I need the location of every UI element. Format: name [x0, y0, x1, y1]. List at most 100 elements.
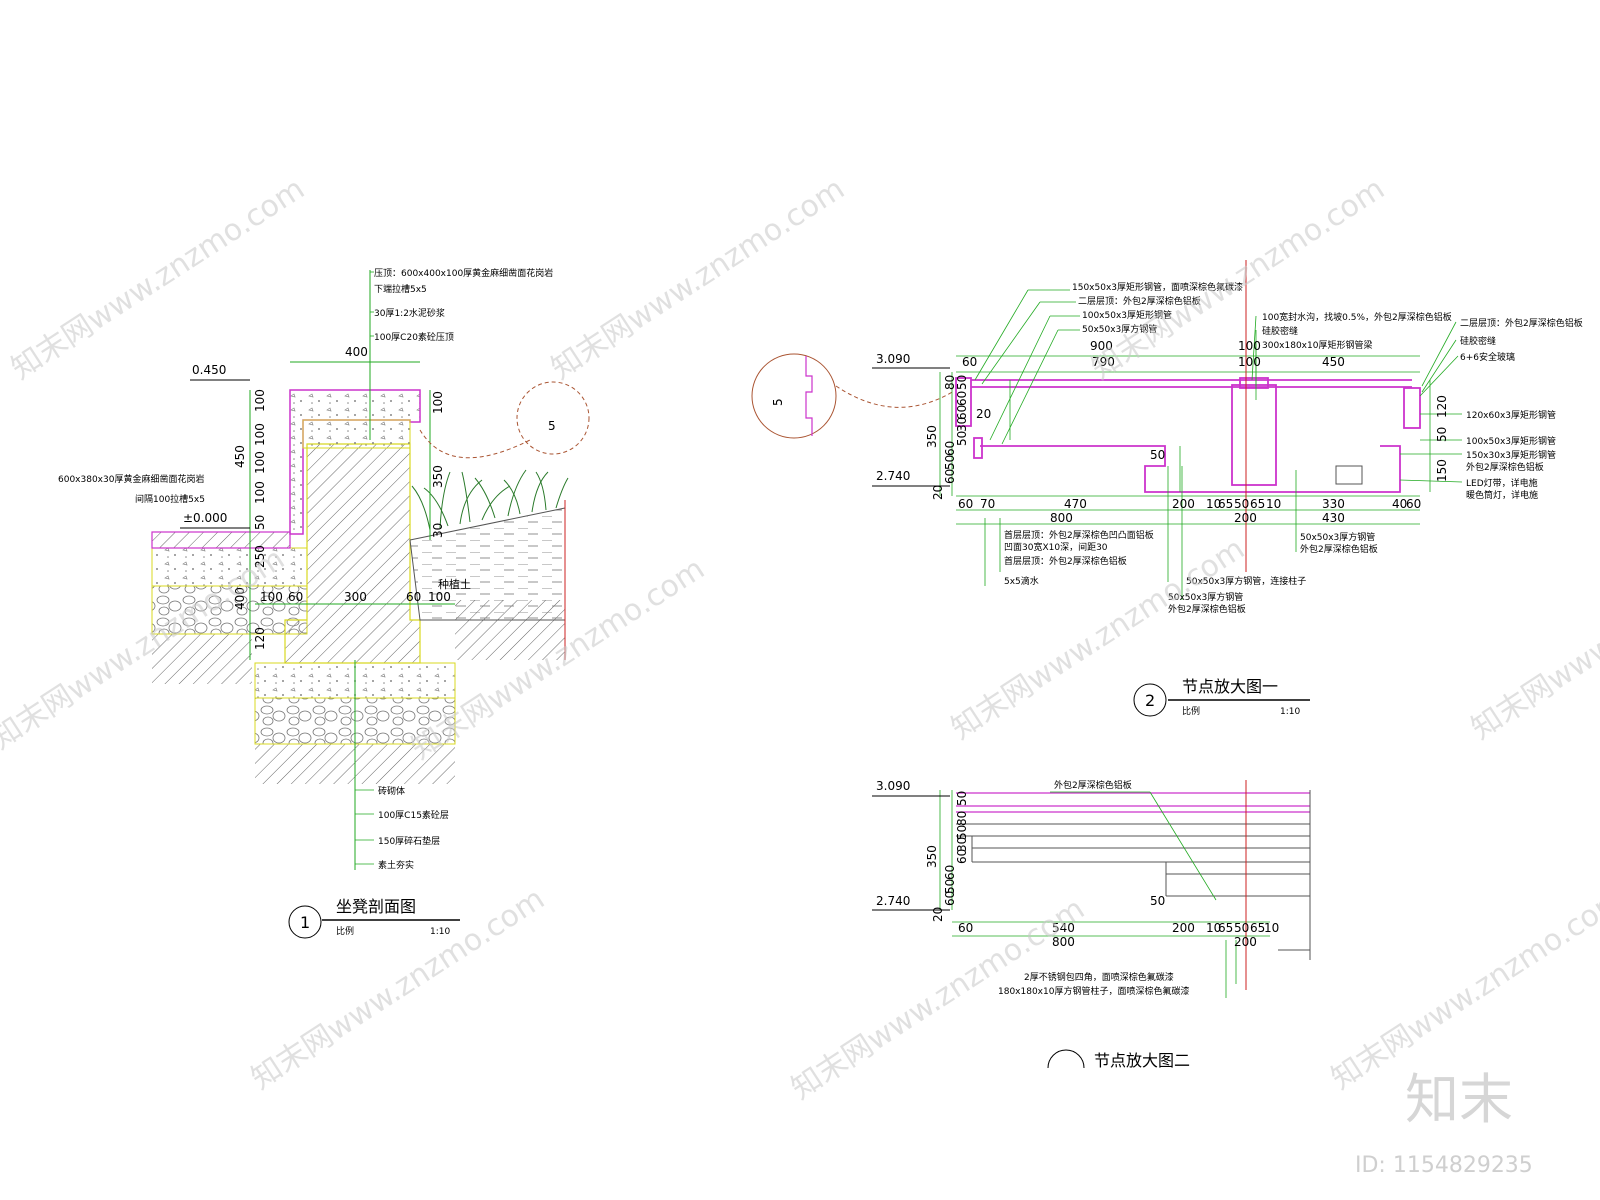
watermark-text: 知末网www.znzmo.com	[1465, 531, 1600, 746]
svg-text:50x50x3厚方钢管: 50x50x3厚方钢管	[1168, 591, 1243, 603]
left-dimension-labels: 50 60 60 30 50 80 350 60 50 60 20	[925, 375, 969, 500]
watermark-text: 知末网www.znzmo.com	[5, 171, 311, 386]
svg-text:65: 65	[1218, 921, 1233, 935]
svg-text:800: 800	[1052, 935, 1075, 949]
left-dimension-labels: 100 100 100 100 50 450 250 400 120	[233, 389, 267, 650]
paving-bed	[151, 547, 308, 587]
svg-text:凹面30宽X10深，间距30: 凹面30宽X10深，间距30	[1004, 541, 1108, 553]
svg-text:硅胶密缝: 硅胶密缝	[1262, 325, 1298, 337]
svg-text:900: 900	[1090, 339, 1113, 353]
left-leader-notes: 600x380x30厚黄金麻细凿面花岗岩 间隔100拉槽5x5	[58, 473, 205, 505]
svg-text:30: 30	[955, 417, 969, 432]
paving-stone	[151, 531, 291, 549]
svg-text:二层层顶：外包2厚深棕色铝板: 二层层顶：外包2厚深棕色铝板	[1078, 295, 1201, 307]
detail-callout-link	[835, 385, 955, 408]
svg-text:50x50x3厚方钢管: 50x50x3厚方钢管	[1082, 323, 1157, 335]
svg-text:100: 100	[260, 590, 283, 604]
svg-text:10: 10	[1206, 497, 1221, 511]
svg-text:70: 70	[980, 497, 995, 511]
dimension-lines	[939, 790, 1270, 998]
brick-wall	[284, 443, 421, 664]
inner-dim-20: 20	[976, 407, 991, 421]
elevation-top: 0.450	[192, 363, 226, 377]
svg-text:50x50x3厚方钢管，连接柱子: 50x50x3厚方钢管，连接柱子	[1186, 575, 1306, 587]
svg-text:60: 60	[288, 590, 303, 604]
svg-text:间隔100拉槽5x5: 间隔100拉槽5x5	[135, 493, 205, 505]
title-number-circle	[288, 905, 322, 939]
bottom-dimension-labels-row-a: 60 540 200 10 65 50 65 10	[958, 921, 1279, 935]
svg-text:65: 65	[1250, 497, 1265, 511]
svg-text:50: 50	[943, 455, 957, 470]
bottom-dimension-labels-row-b: 800 200 430	[1050, 511, 1345, 525]
top-leader-notes: 压顶：600x400x100厚黄金麻细凿面花岗岩 下端拉槽5x5 30厚1:2水…	[374, 267, 553, 343]
bottom-dimension-labels-row-b: 800 200	[1052, 935, 1257, 949]
right-dimension-labels: 120 50 150	[1435, 395, 1449, 482]
svg-text:60: 60	[943, 865, 957, 880]
svg-text:50x50x3厚方钢管: 50x50x3厚方钢管	[1300, 531, 1375, 543]
svg-text:150x30x3厚矩形钢管: 150x30x3厚矩形钢管	[1466, 449, 1556, 461]
svg-text:LED灯带，详电施: LED灯带，详电施	[1466, 477, 1538, 489]
svg-text:50: 50	[1435, 427, 1449, 442]
elevation-bottom: 2.740	[876, 469, 910, 483]
watermark-text: 知末网www.znzmo.com	[545, 171, 851, 386]
svg-text:100x50x3厚矩形钢管: 100x50x3厚矩形钢管	[1466, 435, 1556, 447]
elevation-top: 3.090	[876, 779, 910, 793]
svg-text:350: 350	[925, 845, 939, 868]
svg-text:60: 60	[962, 355, 977, 369]
leader-ticks	[1028, 289, 1080, 331]
svg-text:60: 60	[943, 469, 957, 484]
svg-text:790: 790	[1092, 355, 1115, 369]
svg-text:100厚C20素砼压顶: 100厚C20素砼压顶	[374, 331, 454, 343]
svg-text:下端拉槽5x5: 下端拉槽5x5	[374, 283, 427, 295]
elevation-zero: ±0.000	[183, 511, 227, 525]
svg-text:100: 100	[253, 451, 267, 474]
svg-text:砖砌体: 砖砌体	[378, 785, 405, 797]
svg-text:100厚C15素砼层: 100厚C15素砼层	[378, 809, 449, 821]
svg-text:30: 30	[955, 837, 969, 852]
svg-text:60: 60	[955, 405, 969, 420]
svg-text:40: 40	[1392, 497, 1407, 511]
svg-text:100: 100	[253, 423, 267, 446]
inner-dim-50: 50	[1150, 894, 1165, 908]
natural-soil	[152, 634, 252, 684]
svg-text:65: 65	[1250, 921, 1265, 935]
detail-profile	[805, 356, 813, 436]
svg-text:300x180x10厚矩形钢管梁: 300x180x10厚矩形钢管梁	[1262, 339, 1372, 351]
svg-text:6+6安全玻璃: 6+6安全玻璃	[1460, 351, 1515, 363]
svg-text:100: 100	[253, 481, 267, 504]
detail-callout-circle	[516, 381, 590, 455]
title-number: 2	[1145, 691, 1155, 710]
svg-text:首层层顶：外包2厚深棕色凹凸面铝板: 首层层顶：外包2厚深棕色凹凸面铝板	[1004, 529, 1154, 541]
svg-text:300: 300	[344, 590, 367, 604]
svg-text:150厚碎石垫层: 150厚碎石垫层	[378, 835, 440, 847]
bottom-leader-notes: 砖砌体 100厚C15素砼层 150厚碎石垫层 素土夯实	[378, 785, 449, 871]
dimension-lines	[939, 289, 1463, 600]
section-3-node-detail: 3.090 2.740 50 80 50 30 60 350 60 50 60 …	[872, 779, 1311, 1070]
inner-dim-50: 50	[1150, 448, 1165, 462]
svg-text:350: 350	[925, 425, 939, 448]
right-dimension-labels: 100 350 30	[431, 391, 445, 538]
svg-text:60: 60	[943, 441, 957, 456]
dimension-lines	[249, 270, 455, 870]
svg-text:60: 60	[955, 391, 969, 406]
elevation-bottom: 2.740	[876, 894, 910, 908]
detail-callout-dim: 5	[771, 398, 785, 406]
scale-value: 1:10	[1280, 707, 1300, 717]
svg-text:120: 120	[1435, 395, 1449, 418]
canopy-elevation	[956, 792, 1310, 813]
led-light	[1335, 465, 1363, 485]
svg-text:50: 50	[955, 431, 969, 446]
title-text: 节点放大图二	[1094, 1051, 1190, 1070]
svg-text:65: 65	[1218, 497, 1233, 511]
left-dimension-labels: 50 80 50 30 60 350 60 50 60 20	[925, 791, 969, 922]
svg-text:60: 60	[958, 921, 973, 935]
scale-label: 比例	[1182, 705, 1200, 717]
svg-text:250: 250	[253, 545, 267, 568]
detail-callout-link	[419, 429, 531, 459]
svg-text:100x50x3厚矩形钢管: 100x50x3厚矩形钢管	[1082, 309, 1172, 321]
svg-text:470: 470	[1064, 497, 1087, 511]
svg-text:5x5滴水: 5x5滴水	[1004, 575, 1039, 587]
svg-text:2厚不锈钢包四角，面喷深棕色氟碳漆: 2厚不锈钢包四角，面喷深棕色氟碳漆	[1024, 971, 1174, 983]
svg-text:压顶：600x400x100厚黄金麻细凿面花岗岩: 压顶：600x400x100厚黄金麻细凿面花岗岩	[374, 267, 553, 279]
